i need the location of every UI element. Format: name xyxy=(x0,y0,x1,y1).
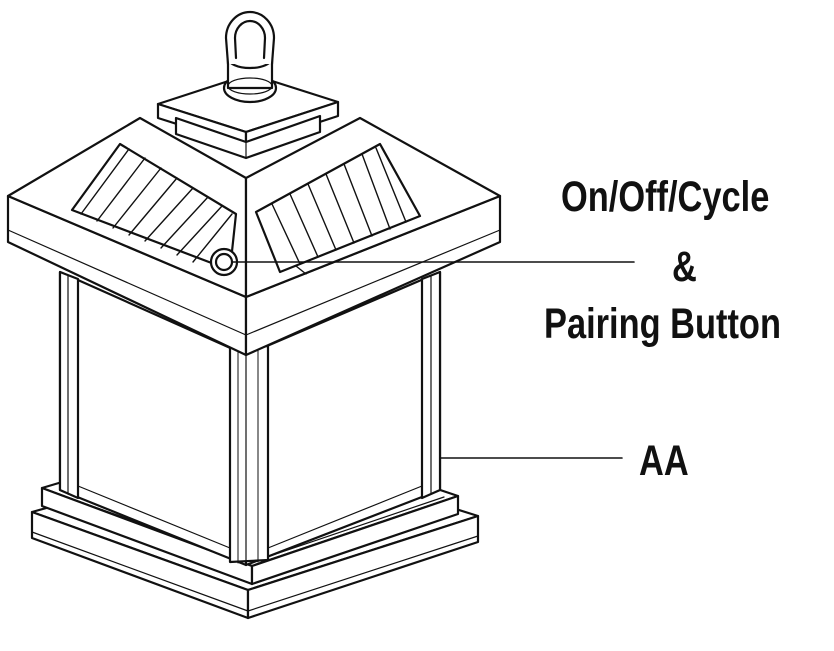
lantern-body xyxy=(58,270,442,567)
button-label-line2: & xyxy=(672,243,697,291)
solar-panel-right xyxy=(254,142,422,275)
solar-panel-left xyxy=(70,142,238,272)
button-label-line3: Pairing Button xyxy=(544,300,781,348)
button-label-line1: On/Off/Cycle xyxy=(561,173,770,221)
hanging-ring xyxy=(222,10,278,104)
battery-label: AA xyxy=(639,437,689,485)
